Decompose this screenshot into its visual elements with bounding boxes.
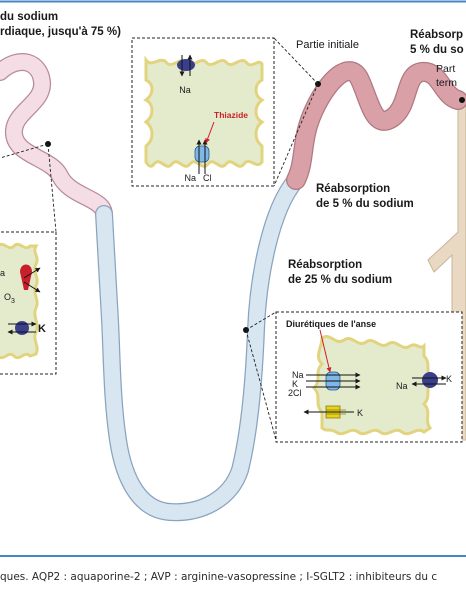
loop-label-k-right: K <box>446 374 452 384</box>
label-reab5-2: de 5 % du sodium <box>316 198 414 210</box>
dct-label-na-bottom: Na <box>184 173 196 183</box>
label-top-right-2: 5 % du so <box>410 44 464 56</box>
connector-dot-terminal <box>459 97 465 103</box>
label-top-left-2: rdiaque, jusqu'à 75 %) <box>0 26 121 38</box>
loop-label-k-bottom: K <box>357 408 363 418</box>
dct-label-cl-bottom: Cl <box>203 173 212 183</box>
loop-label-k: K <box>292 379 298 389</box>
dct-na-channel <box>177 59 195 71</box>
leader-line-loop <box>245 311 277 331</box>
figure-caption: ques. AQP2 : aquaporine-2 ; AVP : argini… <box>0 571 438 583</box>
left-label-o: O3 <box>4 292 15 305</box>
left-k-channel <box>15 321 29 335</box>
label-top-right-1: Réabsorp <box>410 29 463 41</box>
inset-dct: Na Thiazide Na Cl <box>131 37 275 187</box>
label-top-right-terminale: term <box>436 77 457 89</box>
leader-line-dct <box>273 37 319 85</box>
dct-label-na: Na <box>179 85 191 95</box>
label-reab25-1: Réabsorption <box>288 259 362 271</box>
loop-cell <box>311 335 435 436</box>
loop-label-na: Na <box>292 370 304 380</box>
leader-line-dct-2 <box>273 83 319 187</box>
label-partie-initiale: Partie initiale <box>296 39 359 51</box>
loop-label-na-right: Na <box>396 381 408 391</box>
inset-loop: Diurétiques de l'anse Na K 2Cl K Na K <box>275 311 463 443</box>
loop-diuretic-label: Diurétiques de l'anse <box>286 319 376 329</box>
label-top-left-1: du sodium <box>0 11 58 23</box>
loop-na-k-pump <box>422 372 438 388</box>
leader-line-left <box>0 143 49 159</box>
leader-line-loop-2 <box>245 329 277 441</box>
label-top-right-partie: Part <box>436 63 455 75</box>
label-reab25-2: de 25 % du sodium <box>288 274 392 286</box>
inset-left: a O3 K <box>0 231 57 375</box>
left-label-k: K <box>38 323 46 335</box>
left-label-a: a <box>0 268 5 278</box>
dct-cell <box>143 55 265 168</box>
thiazide-label: Thiazide <box>214 110 248 120</box>
loop-label-2cl: 2Cl <box>288 388 302 398</box>
label-reab5-1: Réabsorption <box>316 183 390 195</box>
ncc-transporter <box>194 145 210 163</box>
